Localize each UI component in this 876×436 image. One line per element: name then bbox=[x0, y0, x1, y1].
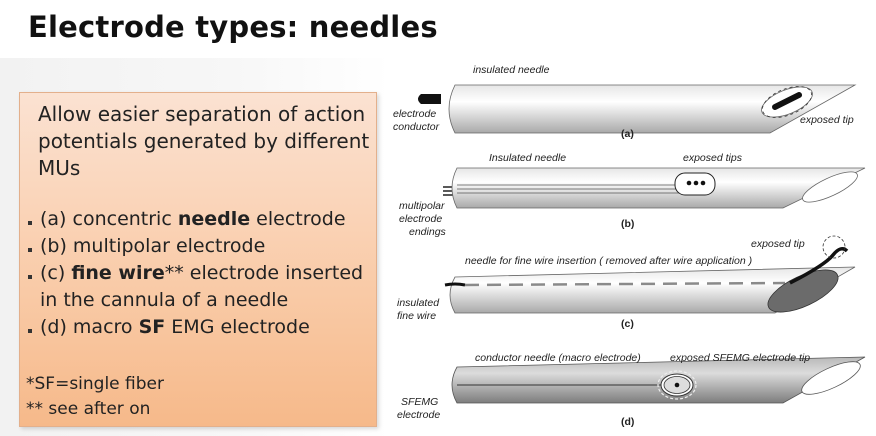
label-endings: endings bbox=[409, 226, 447, 238]
bullet-b: (b) multipolar electrode bbox=[26, 233, 376, 260]
bullet-c-text-end: ** electrode inserted in the cannula of … bbox=[40, 262, 364, 311]
bullet-a: (a) concentric needle electrode bbox=[26, 206, 376, 233]
bullet-d-text: (d) macro bbox=[40, 316, 139, 338]
label-exposed-tip-c: exposed tip bbox=[751, 238, 805, 250]
label-insulated-needle-b: Insulated needle bbox=[489, 152, 566, 164]
label-electrode-d: electrode bbox=[397, 409, 440, 421]
label-sfemg: SFEMG bbox=[401, 396, 438, 408]
label-conductor: conductor bbox=[393, 121, 440, 133]
needle-d: conductor needle (macro electrode) expos… bbox=[397, 352, 866, 428]
label-electrode-b: electrode bbox=[399, 213, 442, 225]
needle-b: Insulated needle exposed tips multipolar… bbox=[399, 152, 866, 238]
label-exposed-sfemg-tip: exposed SFEMG electrode tip bbox=[670, 352, 810, 364]
label-multipolar: multipolar bbox=[399, 200, 445, 212]
bullet-a-bold: needle bbox=[177, 208, 251, 230]
bullet-c-bold: fine wire bbox=[71, 262, 165, 284]
label-needle-fine-wire-insertion: needle for fine wire insertion ( removed… bbox=[465, 255, 752, 267]
bullet-a-text-end: electrode bbox=[250, 208, 346, 230]
caption-d: (d) bbox=[621, 416, 634, 428]
footnote-sf: *SF=single fiber bbox=[26, 374, 164, 394]
label-fine-wire: fine wire bbox=[397, 310, 436, 322]
bullet-c-text: (c) bbox=[40, 262, 72, 284]
label-exposed-tip-a: exposed tip bbox=[800, 114, 854, 126]
caption-a: (a) bbox=[621, 128, 634, 140]
label-conductor-needle: conductor needle (macro electrode) bbox=[475, 352, 641, 364]
bullet-list: (a) concentric needle electrode (b) mult… bbox=[26, 206, 376, 341]
bullet-d-bold: SF bbox=[138, 316, 166, 338]
intro-text: Allow easier separation of action potent… bbox=[38, 102, 370, 180]
needle-a: insulated needle electrode conductor exp… bbox=[393, 64, 857, 140]
bullet-a-text: (a) concentric bbox=[40, 208, 178, 230]
bullet-d: (d) macro SF EMG electrode bbox=[26, 314, 376, 341]
caption-c: (c) bbox=[621, 318, 634, 330]
footnote-see-after: ** see after on bbox=[26, 399, 151, 419]
footnotes: *SF=single fiber ** see after on bbox=[26, 372, 164, 422]
slide-title: Electrode types: needles bbox=[28, 10, 438, 44]
label-electrode: electrode bbox=[393, 108, 436, 120]
bullet-c: (c) fine wire** electrode inserted in th… bbox=[26, 260, 376, 314]
text-box: Allow easier separation of action potent… bbox=[19, 92, 377, 427]
label-exposed-tips: exposed tips bbox=[683, 152, 743, 164]
bullet-b-text: (b) multipolar electrode bbox=[40, 235, 266, 257]
label-insulated: insulated bbox=[397, 297, 440, 309]
needle-electrode-diagram: insulated needle electrode conductor exp… bbox=[393, 64, 866, 428]
caption-b: (b) bbox=[621, 218, 634, 230]
bullet-d-text-end: EMG electrode bbox=[165, 316, 310, 338]
needle-c: needle for fine wire insertion ( removed… bbox=[397, 235, 856, 330]
label-insulated-needle: insulated needle bbox=[473, 64, 550, 76]
